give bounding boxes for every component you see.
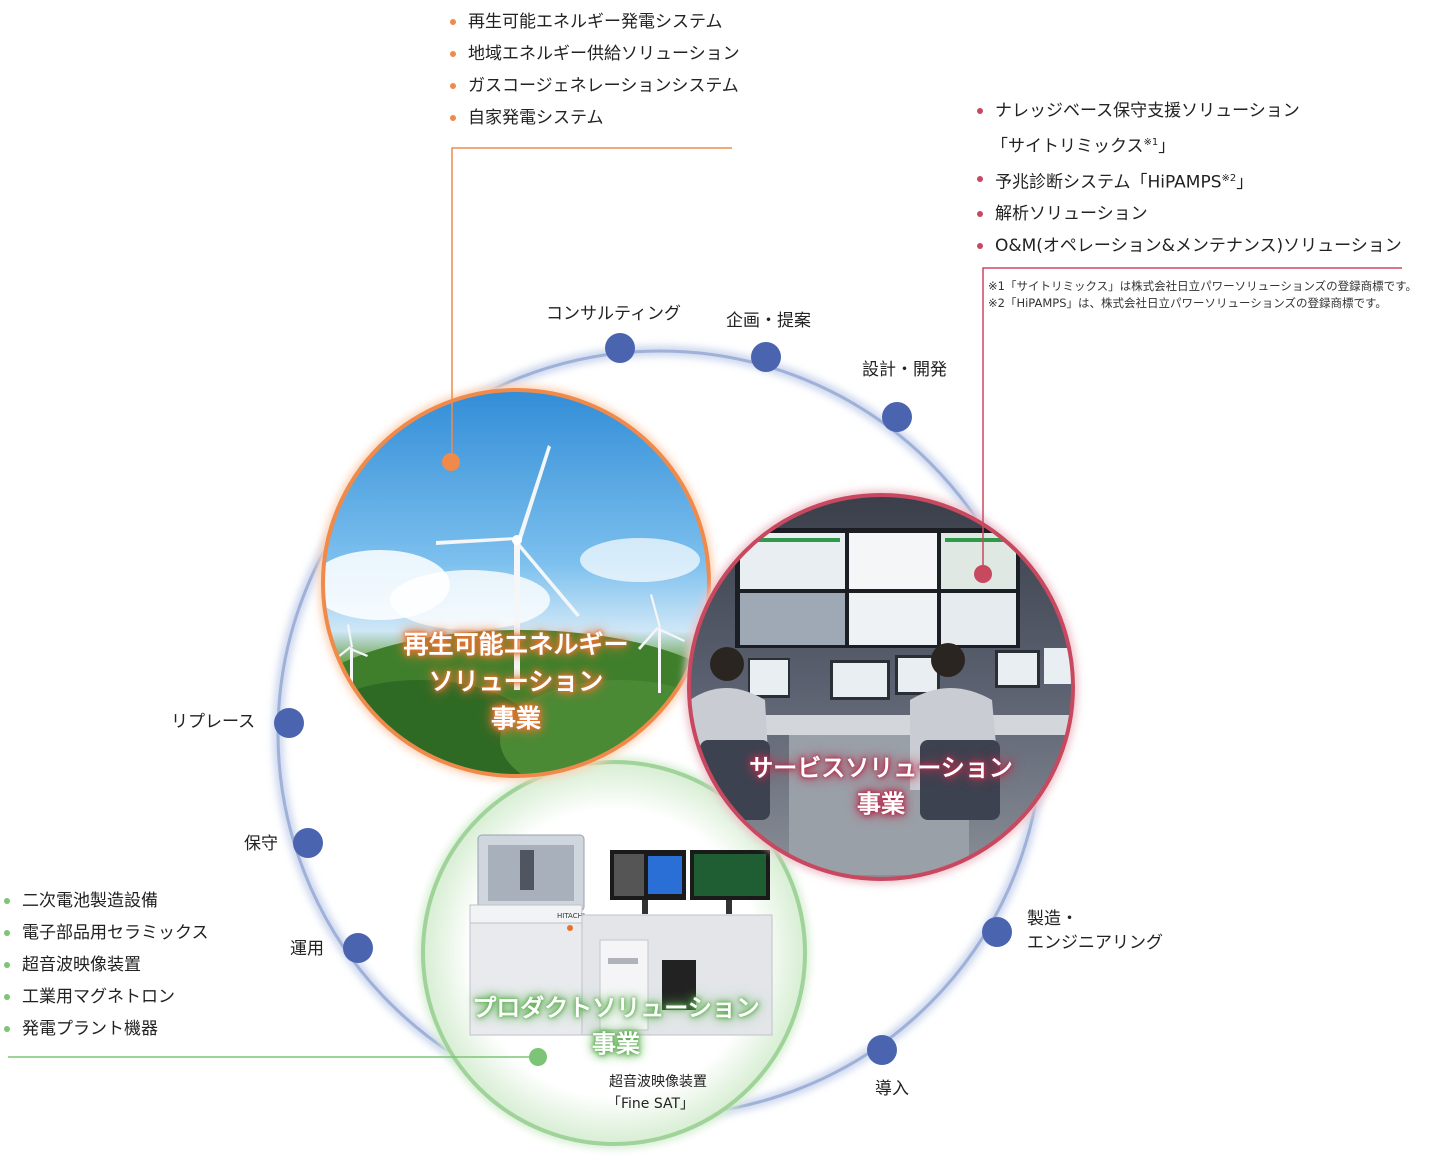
list-item: 発電プラント機器 [2,1013,209,1045]
stage-dot-maintenance [293,828,323,858]
list-item: 予兆診断システム「HiPAMPS※2」 [975,163,1402,199]
product-anchor-dot [529,1048,547,1066]
stage-dot-installation [867,1035,897,1065]
stage-label-replace: リプレース [171,712,256,732]
service-solution-list: ナレッジベース保守支援ソリューション 「サイトリミックス※1」 予兆診断システム… [975,95,1402,262]
list-item: 二次電池製造設備 [2,885,209,917]
fine-sat-machine-image: HITACHI [469,834,773,1036]
service-business-title: サービスソリューション 事業 [749,754,1013,818]
renewable-circle [318,385,714,781]
stage-label-installation: 導入 [875,1079,909,1099]
stage-label-consulting: コンサルティング [546,304,681,324]
trademark-note-1: ※1「サイトリミックス」は株式会社日立パワーソリューションズの登録商標です。 [988,279,1417,293]
service-anchor-dot [974,565,992,583]
fine-sat-caption: 超音波映像装置 「Fine SAT」 [607,1074,707,1112]
stage-dot-consulting [605,333,635,363]
stage-label-manufacturing: 製造・ エンジニアリング [1027,909,1163,953]
renewable-anchor-dot [442,453,460,471]
renewable-solution-list: 再生可能エネルギー発電システム 地域エネルギー供給ソリューション ガスコージェネ… [448,6,740,134]
renewable-business-title: 再生可能エネルギー ソリューション 事業 [403,630,629,733]
stage-label-operation: 運用 [290,939,324,959]
stage-label-maintenance: 保守 [244,834,278,854]
list-item: 解析ソリューション [975,198,1402,230]
renewable-connector-line [451,147,732,462]
stage-label-design: 設計・開発 [862,360,947,380]
trademark-notes: ※1「サイトリミックス」は株式会社日立パワーソリューションズの登録商標です。 ※… [988,278,1417,312]
stage-dot-planning [751,342,781,372]
stage-label-planning: 企画・提案 [726,311,811,331]
product-business-title: プロダクトソリューション 事業 [472,994,760,1058]
service-circle [684,490,1078,884]
stage-dot-replace [274,708,304,738]
list-item: 再生可能エネルギー発電システム [448,6,740,38]
list-item: 工業用マグネトロン [2,981,209,1013]
stage-dot-design [882,402,912,432]
list-item: ナレッジベース保守支援ソリューション [975,95,1402,127]
service-connector-line [982,267,1402,573]
machine-brand-label: HITACHI [557,912,585,920]
wind-turbine-image [323,390,709,776]
list-item-continuation: 「サイトリミックス※1」 [991,136,1176,157]
list-item: 自家発電システム [448,102,740,134]
product-solution-list: 二次電池製造設備 電子部品用セラミックス 超音波映像装置 工業用マグネトロン 発… [2,885,209,1045]
list-item: 地域エネルギー供給ソリューション [448,38,740,70]
stage-dot-operation [343,933,373,963]
list-item: 超音波映像装置 [2,949,209,981]
product-circle: HITACHI [418,757,810,1149]
list-item: O&M(オペレーション&メンテナンス)ソリューション [975,230,1402,262]
trademark-note-2: ※2「HiPAMPS」は、株式会社日立パワーソリューションズの登録商標です。 [988,296,1387,310]
list-item: 電子部品用セラミックス [2,917,209,949]
stage-dot-manufacturing [982,917,1012,947]
control-room-image [689,495,1073,879]
list-item: ガスコージェネレーションシステム [448,70,740,102]
